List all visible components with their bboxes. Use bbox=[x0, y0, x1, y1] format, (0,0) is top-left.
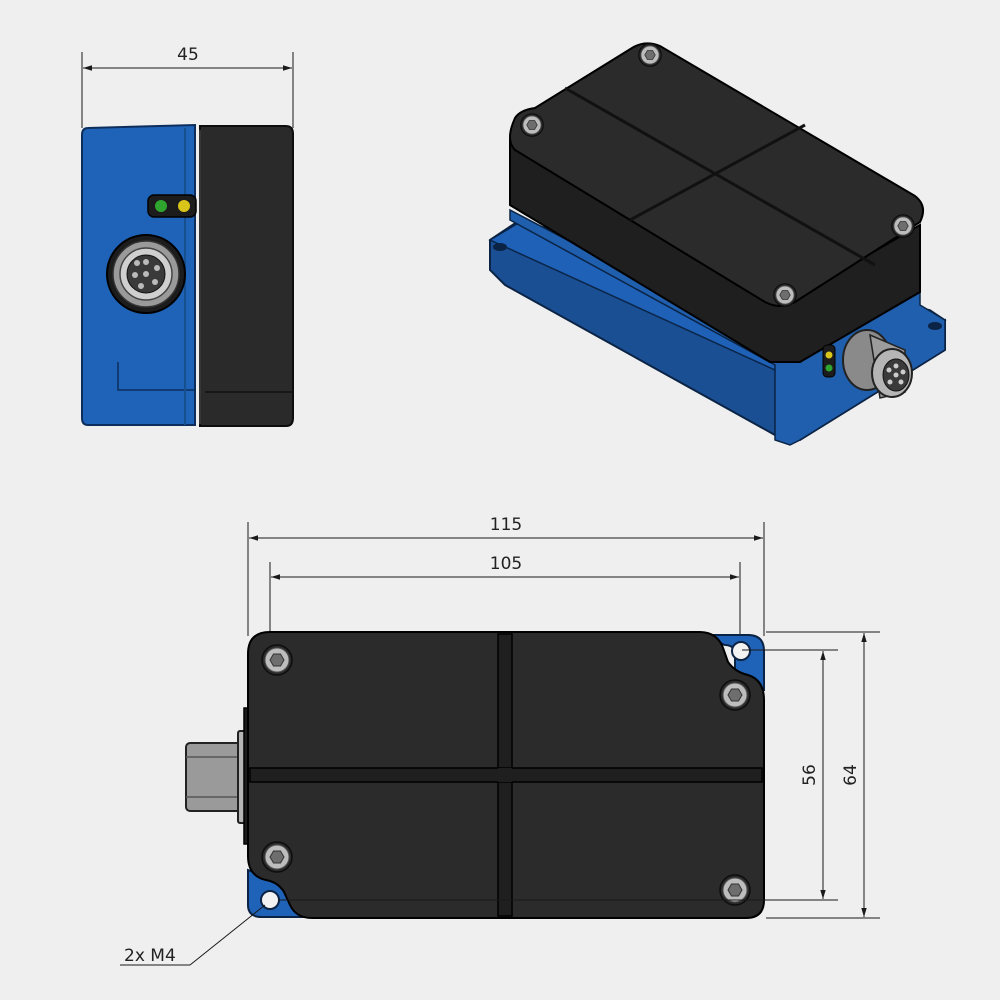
dimension-label-105: 105 bbox=[490, 554, 522, 574]
screw-icon bbox=[261, 841, 293, 873]
dimension-label-115: 115 bbox=[490, 515, 522, 535]
led-green-icon bbox=[155, 200, 167, 212]
dimension-label-64: 64 bbox=[841, 764, 861, 786]
side-status-leds bbox=[147, 194, 197, 218]
callout-mounting-holes: 2x M4 bbox=[120, 904, 266, 966]
dimension-hole-height: 56 bbox=[278, 649, 838, 901]
led-yellow-icon bbox=[178, 200, 190, 212]
screw-icon bbox=[261, 644, 293, 676]
top-view: 115 105 bbox=[120, 515, 880, 966]
side-connector-icon bbox=[106, 234, 186, 314]
side-view: 45 bbox=[81, 45, 294, 427]
dimension-overall-length: 115 bbox=[247, 515, 765, 636]
dimension-label-56: 56 bbox=[800, 764, 820, 786]
top-connector-icon bbox=[185, 707, 253, 845]
screw-icon bbox=[719, 679, 751, 711]
side-black-lid bbox=[199, 125, 294, 427]
dimension-label-45: 45 bbox=[177, 45, 199, 65]
dimension-overall-height: 64 bbox=[766, 631, 880, 919]
mounting-hole-icon bbox=[731, 641, 751, 661]
iso-connector-icon bbox=[842, 329, 913, 399]
callout-label-m4: 2x M4 bbox=[124, 946, 176, 966]
isometric-view bbox=[488, 42, 947, 446]
dimension-side-width: 45 bbox=[81, 45, 294, 128]
